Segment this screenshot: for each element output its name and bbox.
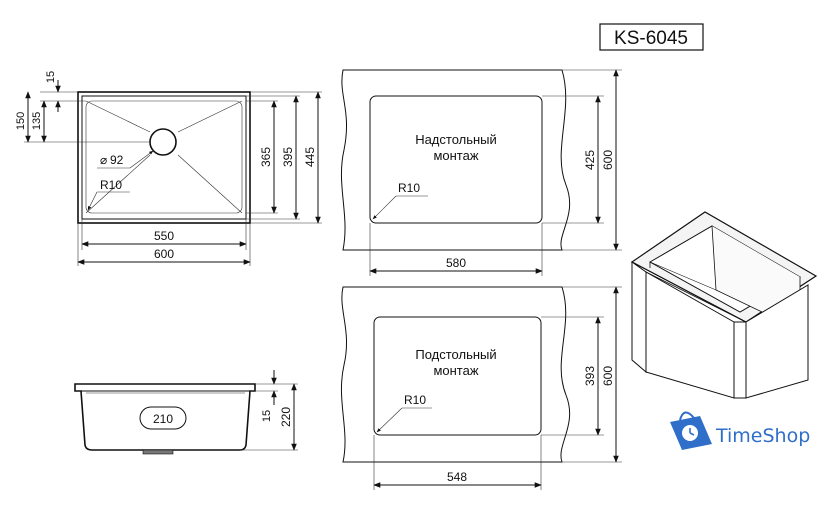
drain-hole [149, 128, 177, 156]
undermount-label-line2: монтаж [433, 363, 478, 378]
dim-365: 365 [259, 147, 273, 167]
sink-top-view: ⌀ 92 R10 550 600 365 395 445 [15, 71, 322, 266]
dim-600-countertop: 600 [601, 150, 615, 170]
undermount-cutout-view: Подстольный монтаж R10 548 393 600 [340, 286, 622, 490]
drain-diameter-symbol: ⌀ [100, 153, 107, 167]
dim-210: 210 [153, 412, 173, 426]
undermount-radius: R10 [404, 393, 426, 407]
dim-15-top: 15 [45, 71, 57, 83]
top-radius: R10 [100, 178, 122, 192]
dim-150: 150 [15, 112, 27, 130]
timeshop-logo: TimeShop [670, 411, 810, 450]
dim-15-side: 15 [261, 410, 273, 422]
dim-445: 445 [303, 147, 317, 167]
drain-width-label [139, 406, 187, 430]
countertop-label-line1: Надстольный [415, 132, 497, 147]
dim-395: 395 [281, 147, 295, 167]
dim-135: 135 [31, 112, 43, 130]
dim-600-top: 600 [154, 247, 174, 261]
dim-393: 393 [583, 366, 597, 386]
model-label: KS-6045 [599, 23, 704, 51]
dim-580: 580 [446, 256, 466, 270]
dim-220: 220 [279, 407, 293, 427]
drain-diameter: 92 [110, 153, 124, 167]
countertop-cutout-view: Надстольный монтаж R10 580 425 600 [340, 69, 622, 276]
dim-600-undermount: 600 [601, 366, 615, 386]
sink-side-view: 210 15 220 [74, 370, 298, 455]
countertop-radius: R10 [398, 181, 420, 195]
dim-550: 550 [154, 229, 174, 243]
logo-text: TimeShop [715, 425, 810, 447]
svg-text:KS-6045: KS-6045 [614, 28, 688, 49]
dim-425: 425 [583, 150, 597, 170]
undermount-label-line1: Подстольный [415, 347, 496, 362]
isometric-cabinet-view [630, 211, 818, 399]
dim-548: 548 [447, 470, 467, 484]
countertop-label-line2: монтаж [433, 148, 478, 163]
